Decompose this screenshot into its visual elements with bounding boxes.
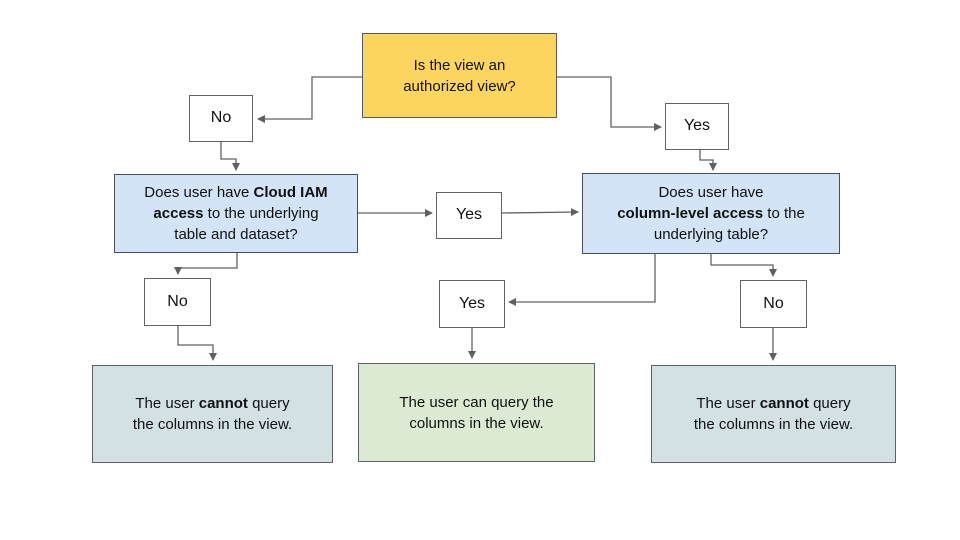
branch-yes-mid-label: Yes	[455, 206, 483, 224]
decision-column-level-access: Does user have column-level access to th…	[582, 173, 840, 254]
decision-authorized-view: Is the view an authorized view?	[362, 33, 557, 118]
decision-authorized-view-text-line1: Is the view an	[413, 56, 506, 74]
result-left-line1: The user cannot query	[135, 395, 290, 412]
branch-no-right: No	[740, 280, 807, 328]
connector-root-to-yes-top	[557, 76, 662, 131]
branch-no-top: No	[189, 95, 253, 142]
connector-yes-mid-to-decision-column	[501, 208, 579, 217]
result-cannot-query-left: The user cannot query the columns in the…	[92, 365, 333, 463]
decision-cloud-iam-line2: access to the underlying	[153, 205, 319, 222]
decision-cloud-iam-access: Does user have Cloud IAM access to the u…	[114, 174, 358, 253]
result-can-query: The user can query the columns in the vi…	[358, 363, 595, 462]
branch-yes-top-label: Yes	[683, 117, 711, 135]
decision-column-line3: underlying table?	[653, 226, 769, 243]
branch-no-left: No	[144, 278, 211, 326]
decision-column-line2: column-level access to the	[617, 205, 805, 222]
result-center-line2: columns in the view.	[409, 414, 544, 432]
branch-yes-bottom-label: Yes	[458, 294, 486, 312]
branch-no-top-label: No	[210, 109, 232, 127]
connector-no-left-to-result-left	[177, 326, 217, 361]
branch-yes-bottom: Yes	[439, 280, 505, 328]
decision-cloud-iam-line1: Does user have Cloud IAM	[144, 184, 328, 201]
connector-decision-column-to-no-right	[710, 254, 777, 277]
branch-yes-mid: Yes	[436, 192, 502, 239]
result-right-line2: the columns in the view.	[693, 416, 854, 433]
branch-no-right-label: No	[763, 294, 784, 312]
connector-decision-iam-to-no-left	[174, 253, 238, 275]
result-cannot-query-right: The user cannot query the columns in the…	[651, 365, 896, 463]
decision-authorized-view-text-line2: authorized view?	[403, 77, 516, 95]
connector-decision-column-to-yes-bottom	[508, 254, 656, 306]
decision-cloud-iam-line3: table and dataset?	[174, 226, 298, 243]
result-left-line2: the columns in the view.	[132, 416, 293, 433]
result-center-line1: The user can query the	[399, 393, 554, 411]
result-right-line1: The user cannot query	[696, 395, 851, 412]
branch-yes-top: Yes	[665, 103, 729, 150]
connector-no-top-to-decision-iam	[220, 142, 240, 171]
connector-root-to-no-top	[257, 76, 362, 123]
branch-no-left-label: No	[167, 292, 188, 310]
connector-yes-top-to-decision-column	[699, 150, 717, 171]
decision-column-line1: Does user have	[658, 184, 764, 201]
